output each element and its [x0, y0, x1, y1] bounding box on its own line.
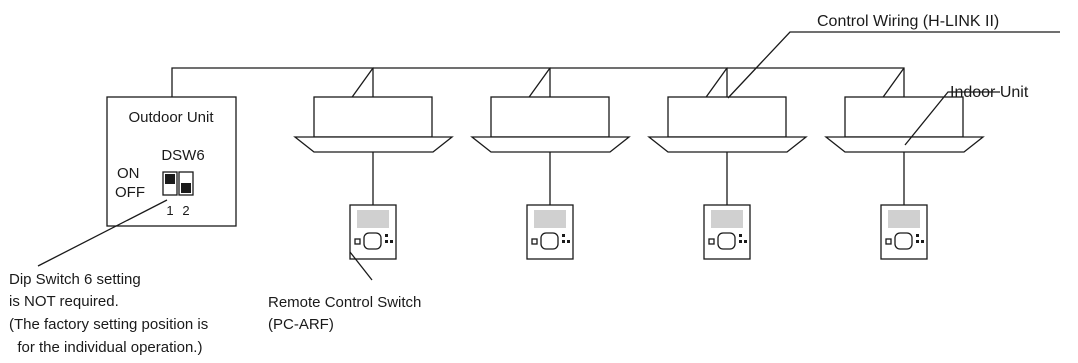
remote-control-switch-4 — [880, 204, 928, 260]
dip-pin-1: 1 — [166, 203, 173, 218]
dip-note-line-3: (The factory setting position is — [9, 316, 208, 333]
control-wiring-bus — [171, 67, 905, 101]
remote-control-switch-1 — [349, 204, 397, 260]
dip-switch-name: DSW6 — [161, 147, 204, 164]
outdoor-unit: Outdoor Unit DSW6 ON OFF 1 2 — [106, 96, 237, 227]
indoor-unit-4 — [824, 96, 985, 205]
dip-note-line-2: is NOT required. — [9, 293, 119, 310]
indoor-unit-label: Indoor Unit — [950, 84, 1029, 101]
indoor-unit-1 — [293, 96, 454, 205]
dip-switch — [162, 171, 194, 196]
dip-switch-note: Dip Switch 6 setting is NOT required. (T… — [9, 271, 208, 356]
off-label: OFF — [115, 184, 145, 201]
dip-note-line-4: for the individual operation.) — [9, 339, 202, 356]
remote-control-switch-2 — [526, 204, 574, 260]
leader-lines — [37, 31, 1060, 281]
dip-pin-2: 2 — [182, 203, 189, 218]
indoor-unit-3 — [647, 96, 808, 205]
control-wiring-label: Control Wiring (H-LINK II) — [817, 13, 999, 30]
on-label: ON — [117, 165, 140, 182]
indoor-unit-2 — [470, 96, 631, 205]
outdoor-unit-label: Outdoor Unit — [128, 109, 214, 126]
remote-switch-label: Remote Control Switch (PC-ARF) — [268, 294, 421, 333]
remote-control-switch-3 — [703, 204, 751, 260]
remote-switch-line-1: Remote Control Switch — [268, 294, 421, 311]
dip-note-line-1: Dip Switch 6 setting — [9, 271, 141, 288]
remote-switch-line-2: (PC-ARF) — [268, 316, 334, 333]
